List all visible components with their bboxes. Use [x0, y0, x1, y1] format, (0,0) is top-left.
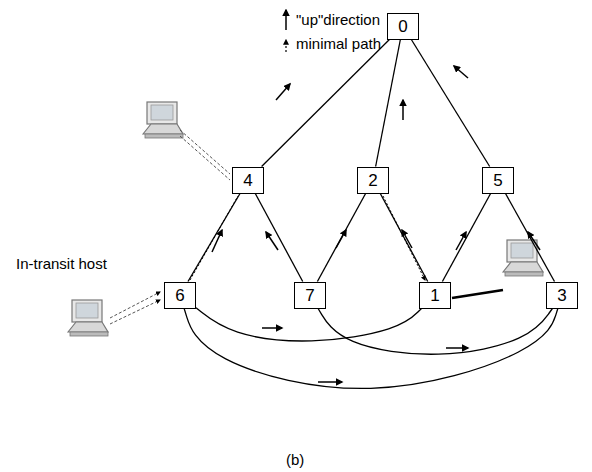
host-link [110, 292, 160, 318]
link-line [188, 194, 240, 282]
switch-box: 6 [164, 282, 196, 309]
switch-number: 4 [243, 172, 252, 189]
switch-box: 1 [419, 282, 451, 309]
switch-number: 7 [305, 287, 314, 304]
switch-box: 7 [294, 282, 326, 309]
switch-box: 2 [357, 167, 389, 194]
link-line [506, 194, 555, 282]
switch-number: 6 [175, 287, 184, 304]
host-icon [68, 300, 108, 336]
link-line [317, 194, 365, 282]
link-line [318, 309, 552, 355]
host-link [180, 136, 230, 180]
link-line [442, 194, 490, 282]
up-arrow-symbol [285, 10, 287, 30]
up-arrows [212, 66, 540, 382]
annotation-label: "up"direction [296, 12, 380, 27]
figure-caption: (b) [286, 452, 304, 467]
minimal-path-symbol [285, 40, 286, 52]
switch-box: 4 [232, 167, 264, 194]
link-line [196, 308, 422, 341]
annotation-label: In-transit host [16, 256, 107, 271]
switch-number: 5 [493, 172, 502, 189]
link-line [184, 309, 558, 389]
switch-box: 3 [546, 282, 578, 309]
switch-number: 1 [430, 287, 439, 304]
host-link [110, 300, 160, 324]
link-line [255, 194, 302, 282]
switch-box: 0 [387, 13, 419, 40]
annotation-label: minimal path [296, 36, 381, 51]
link-line [262, 40, 390, 167]
link-line [411, 40, 489, 167]
switch-number: 3 [557, 287, 566, 304]
link-line [376, 40, 401, 167]
host-link [452, 290, 503, 298]
host-icon [143, 102, 183, 138]
host-link [180, 130, 230, 174]
switch-number: 2 [368, 172, 377, 189]
switch-box: 5 [482, 167, 514, 194]
switch-number: 0 [398, 18, 407, 35]
link-line [380, 194, 427, 282]
